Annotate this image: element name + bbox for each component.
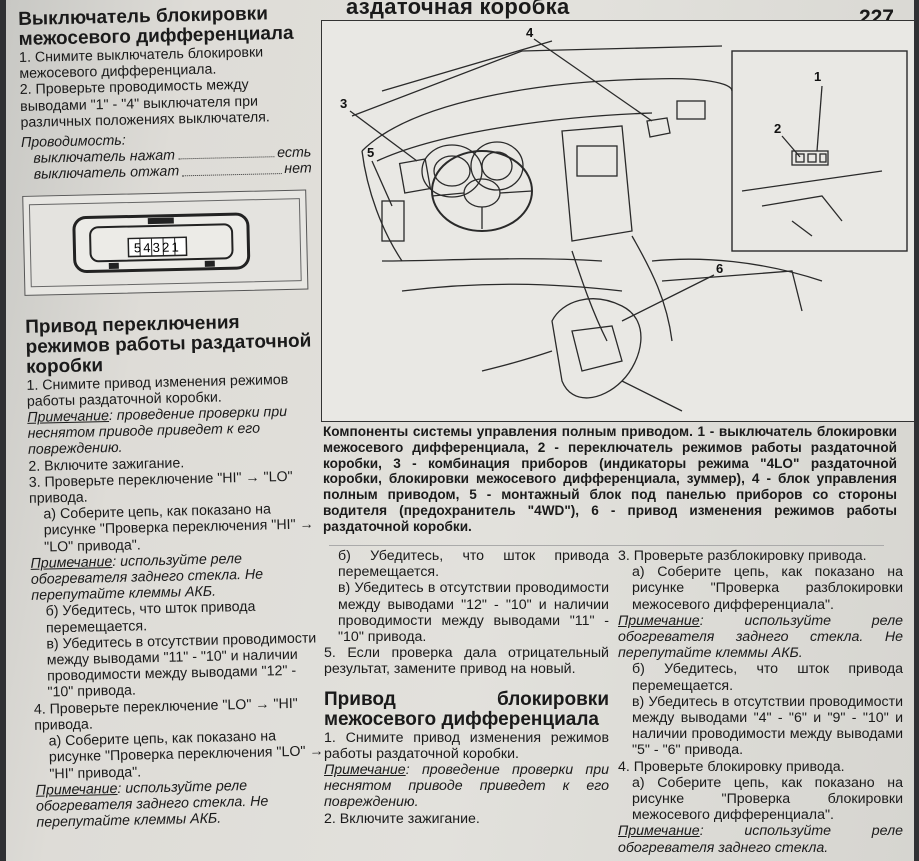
dashboard-drawing: 1 2 3 4 5 6 [340, 25, 908, 412]
callout-2: 2 [774, 121, 781, 136]
section-title-diff-lock-switch: Выключатель блокировки межосевого диффер… [17, 3, 294, 50]
manual-page: аздаточная коробка 227 Выключатель блоки… [6, 0, 914, 861]
note-damage: Примечание: проведение проверки при несн… [27, 404, 288, 459]
step-rod-moves-right: б) Убедитесь, что шток привода перемещае… [632, 661, 903, 694]
note-relay-right-2: Примечание: используйте реле обогревател… [618, 823, 903, 856]
section-title-diff-lock-actuator: Привод блокировки межосевого дифференциа… [324, 688, 609, 730]
note-label: Примечание [618, 823, 700, 840]
row-pressed-value: есть [277, 144, 312, 162]
middle-column: б) Убедитесь, что шток привода перемещае… [324, 548, 609, 827]
components-figure: 1 2 3 4 5 6 [321, 20, 914, 422]
row-released-value: нет [284, 160, 312, 178]
connector-pin-numbers: 54321 [134, 239, 181, 255]
connector-figure: 54321 [22, 189, 309, 296]
step-rod-moves-mid: б) Убедитесь, что шток привода перемещае… [338, 548, 609, 581]
step-check-terminals-right: в) Убедитесь в отсутствии проводимости м… [632, 693, 903, 759]
divider-line [329, 545, 884, 546]
connector-drawing: 54321 [28, 197, 302, 287]
callout-6: 6 [716, 261, 723, 276]
section-header-title: аздаточная коробка [346, 0, 570, 19]
note-label: Примечание [324, 762, 406, 779]
step-remove-actuator-mid: 1. Снимите привод изменения режимов рабо… [324, 729, 609, 762]
note-relay: Примечание: используйте реле обогревател… [30, 550, 264, 605]
note-label: Примечание [35, 780, 118, 799]
step-check-unlock: 3. Проверьте разблокировку привода. [618, 548, 867, 564]
note-label: Примечание [30, 553, 113, 572]
step-assemble-lock: а) Соберите цепь, как показано на рисунк… [632, 774, 903, 824]
row-released-label: выключатель отжат [33, 163, 180, 184]
left-column: Выключатель блокировки межосевого диффер… [18, 3, 327, 831]
callout-3: 3 [340, 96, 347, 111]
step-assemble-circuit: а) Соберите цепь, как показано на рисунк… [43, 501, 314, 556]
callout-4: 4 [526, 25, 534, 40]
callout-5: 5 [367, 145, 374, 160]
note-damage-mid: Примечание: проведение проверки при несн… [324, 762, 609, 811]
right-column: 3. Проверьте разблокировку привода. а) С… [618, 548, 903, 856]
step-check-conductivity: 2. Проверьте проводимость между выводами… [19, 77, 270, 131]
step-ignition-mid: 2. Включите зажигание. [324, 810, 480, 827]
callout-1: 1 [814, 69, 821, 84]
step-assemble-circuit-2: а) Соберите цепь, как показано на рисунк… [48, 728, 324, 782]
note-relay-right: Примечание: используйте реле обогревател… [618, 612, 903, 662]
step-replace-actuator: 5. Если проверка дала отрицательный резу… [324, 645, 609, 678]
note-label: Примечание [618, 612, 700, 629]
step-check-terminals-mid: в) Убедитесь в отсутствии проводимости м… [338, 580, 609, 646]
figure-caption: Компоненты системы управления полным при… [323, 424, 897, 534]
step-assemble-unlock: а) Соберите цепь, как показано на рисунк… [632, 564, 903, 613]
step-check-terminals: в) Убедитесь в отсутствии проводимости м… [46, 630, 317, 701]
note-label: Примечание [27, 408, 110, 426]
note-relay-2: Примечание: используйте реле обогревател… [35, 777, 269, 831]
step-check-lock: 4. Проверьте блокировку привода. [618, 758, 845, 775]
section-title-transfer-actuator: Привод переключения режимов работы разда… [24, 311, 312, 378]
